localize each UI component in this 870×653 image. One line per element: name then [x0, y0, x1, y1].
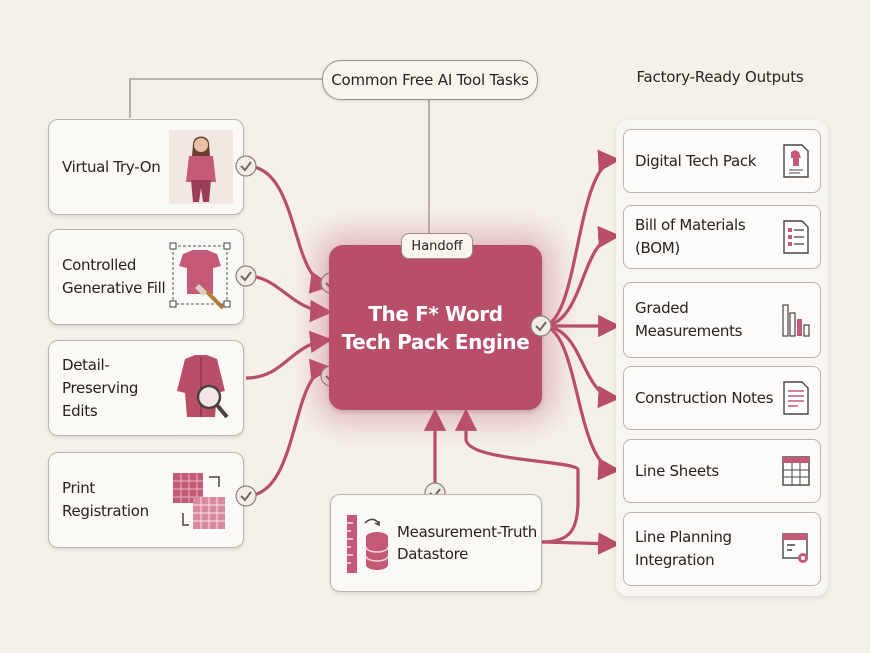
notes-icon [783, 381, 809, 415]
output-line-sheets[interactable]: Line Sheets [623, 439, 821, 503]
output-label: Line Planning Integration [635, 528, 732, 569]
tasks-title-pill: Common Free AI Tool Tasks [322, 60, 538, 100]
output-digital-tech-pack[interactable]: Digital Tech Pack [623, 129, 821, 193]
task-label: Print Registration [62, 479, 149, 520]
output-graded-measurements[interactable]: Graded Measurements [623, 282, 821, 358]
engine-title-line2: Tech Pack Engine [341, 329, 530, 354]
link-out-5 [541, 324, 621, 481]
link-out-4 [541, 324, 621, 409]
task-label: Virtual Try-On [62, 157, 161, 176]
task-card-detail-preserving-edits[interactable]: Detail-Preserving Edits [48, 340, 244, 436]
check-icon [235, 265, 257, 287]
engine-title-line1: The F* Word [368, 301, 503, 326]
shirt-with-brush-icon [169, 242, 231, 310]
document-icon [783, 144, 809, 178]
output-label: Bill of Materials (BOM) [635, 216, 746, 257]
link-tryon [245, 164, 333, 294]
handoff-badge: Handoff [401, 233, 473, 259]
fabric-swatch-icon [173, 473, 225, 529]
link-store-out [541, 532, 621, 555]
check-icon [235, 155, 257, 177]
table-icon [782, 456, 810, 486]
person-in-pink-outfit-icon [169, 130, 233, 204]
output-label: Construction Notes [635, 388, 774, 407]
output-bill-of-materials[interactable]: Bill of Materials (BOM) [623, 205, 821, 269]
check-icon [530, 315, 552, 337]
datastore-label: Measurement-Truth Datastore [397, 523, 537, 563]
output-line-planning-integration[interactable]: Line Planning Integration [623, 512, 821, 586]
task-label: Controlled Generative Fill [62, 256, 166, 297]
outputs-title: Factory-Ready Outputs [636, 68, 804, 86]
link-store-loop [454, 408, 580, 544]
output-label: Digital Tech Pack [635, 151, 757, 170]
link-out-1 [541, 149, 621, 328]
output-construction-notes[interactable]: Construction Notes [623, 366, 821, 430]
link-edits [245, 330, 333, 380]
check-icon [235, 485, 257, 507]
link-genfill [245, 274, 333, 323]
link-out-2 [541, 225, 621, 328]
calendar-gear-icon [782, 533, 808, 563]
bar-chart-icon [782, 304, 810, 337]
ruler-database-icon [347, 515, 389, 573]
jacket-with-magnifier-icon [177, 355, 229, 419]
tech-pack-engine-node[interactable]: The F* Word Tech Pack Engine [329, 245, 542, 410]
output-label: Line Sheets [635, 461, 719, 480]
measurement-truth-datastore[interactable]: Measurement-Truth Datastore [330, 494, 542, 592]
task-card-print-registration[interactable]: Print Registration [48, 452, 244, 548]
task-card-controlled-generative-fill[interactable]: Controlled Generative Fill [48, 229, 244, 325]
list-document-icon [783, 220, 809, 254]
output-label: Graded Measurements [635, 299, 743, 340]
task-card-virtual-try-on[interactable]: Virtual Try-On [48, 119, 244, 215]
task-label: Detail-Preserving Edits [62, 355, 139, 420]
link-print [245, 358, 333, 498]
